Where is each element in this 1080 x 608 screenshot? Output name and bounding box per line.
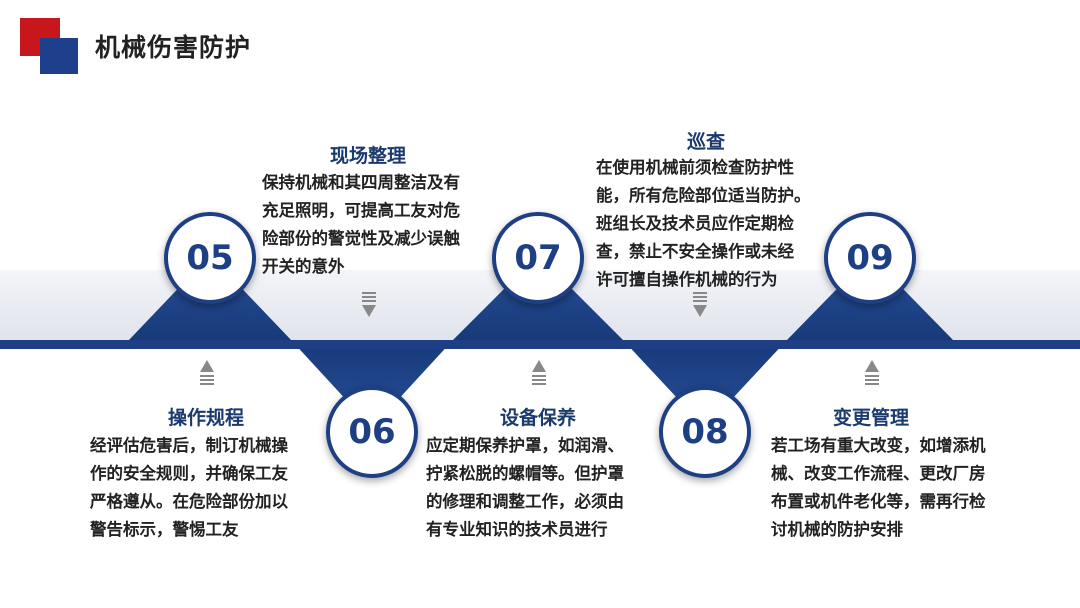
arrow-up-icon — [200, 360, 214, 385]
step-text-07: 在使用机械前须检查防护性 能，所有危险部位适当防护。 班组长及技术员应作定期检 … — [596, 158, 811, 289]
step-text-06: 经评估危害后，制订机械操 作的安全规则，并确保工友 严格遵从。在危险部份加以 警… — [90, 436, 288, 539]
timeline-bar — [0, 340, 1080, 349]
step-heading-08: 设备保养 — [499, 407, 576, 429]
step-number-09: 09 — [824, 212, 916, 304]
step-heading-05: 现场整理 — [329, 145, 406, 167]
step-text-08: 应定期保养护罩，如润滑、 拧紧松脱的螺帽等。但护罩 的修理和调整工作，必须由 有… — [426, 436, 624, 539]
step-heading-09: 变更管理 — [832, 407, 909, 429]
step-number-07: 07 — [492, 212, 584, 304]
triangle-down-08 — [624, 341, 786, 428]
step-number-08: 08 — [659, 386, 751, 478]
arrow-down-icon — [693, 292, 707, 317]
step-text-09: 若工场有重大改变，如增添机 械、改变工作流程、更改厂房 布置或机件老化等，需再行… — [771, 436, 986, 539]
arrow-up-icon — [532, 360, 546, 385]
arrow-up-icon — [865, 360, 879, 385]
step-text-05: 保持机械和其四周整洁及有 充足照明，可提高工友对危 险部份的警觉性及减少误触 开… — [262, 173, 460, 276]
arrow-down-icon — [362, 292, 376, 317]
page-title: 机械伤害防护 — [95, 33, 252, 62]
step-number-05: 05 — [164, 212, 256, 304]
step-heading-06: 操作规程 — [167, 407, 244, 429]
triangle-down-06 — [292, 341, 452, 428]
step-number-06: 06 — [326, 386, 418, 478]
logo-blue-square — [40, 38, 78, 74]
step-heading-07: 巡查 — [686, 131, 725, 153]
